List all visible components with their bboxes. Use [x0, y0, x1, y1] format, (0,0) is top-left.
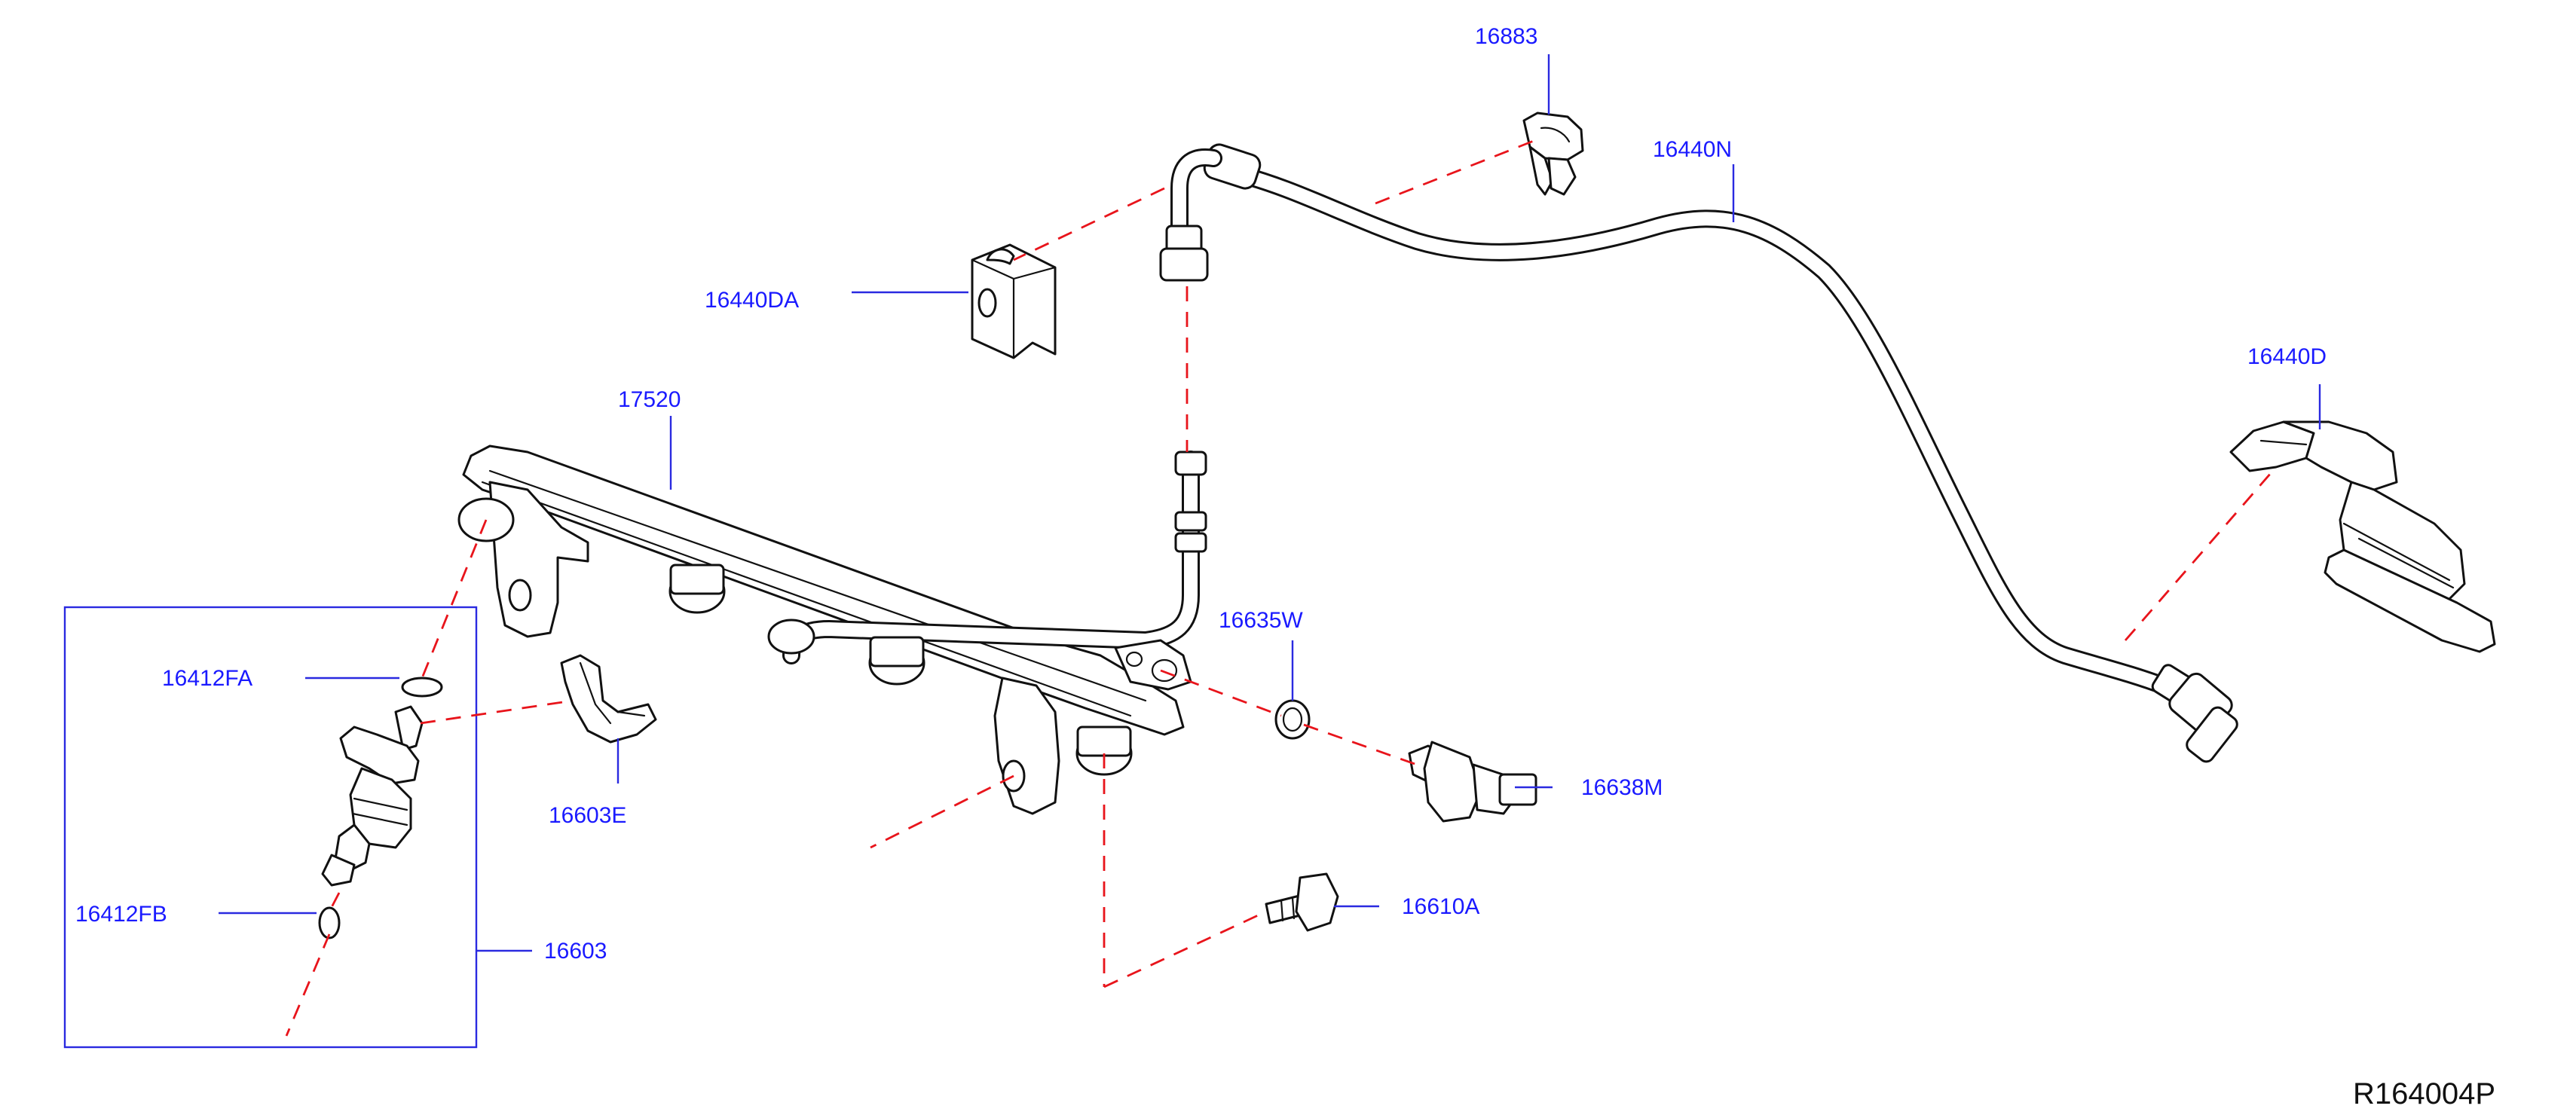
callout-16440d: 16440D [2247, 344, 2327, 369]
hose-holder-16440da-part[interactable] [971, 243, 1057, 359]
callout-16440da: 16440DA [705, 288, 799, 313]
callout-labels: 16883 16440N 16440DA 16440D 17520 16635W… [75, 24, 2327, 964]
o-ring-16635w-part[interactable] [1274, 699, 1311, 740]
quick-connector-16440d-part[interactable] [2229, 420, 2496, 653]
injector-kit-16603[interactable] [63, 606, 478, 1049]
callout-16638m: 16638M [1581, 775, 1663, 800]
spacer-16603e-part[interactable] [560, 654, 657, 744]
callout-16440n: 16440N [1653, 137, 1732, 162]
callout-16412fa: 16412FA [162, 666, 252, 691]
callout-17520: 17520 [618, 387, 681, 412]
diagram-reference-code: R164004P [2353, 1077, 2495, 1110]
pressure-sensor-16638m-part[interactable] [1408, 741, 1537, 823]
injector-kit-box [63, 606, 478, 1049]
callout-16603e: 16603E [549, 803, 626, 828]
callout-16635w: 16635W [1219, 608, 1303, 633]
callout-16412fb: 16412FB [75, 902, 167, 927]
injector-upper-seal-part[interactable] [401, 677, 443, 698]
bolt-16610a-part[interactable] [1265, 872, 1339, 932]
callout-16610a: 16610A [1402, 894, 1479, 919]
leader-lines [219, 54, 2321, 952]
callout-16603: 16603 [544, 939, 607, 964]
assembly-lines [285, 138, 2278, 1037]
injector-lower-seal-part[interactable] [318, 906, 341, 939]
fuel-injector-part[interactable] [321, 705, 424, 887]
fuel-rail-17520-part[interactable] [457, 444, 1207, 815]
hose-clip-16883-part[interactable] [1522, 111, 1584, 196]
callout-16883: 16883 [1475, 24, 1537, 49]
fuel-hose-part[interactable] [1159, 142, 2240, 765]
